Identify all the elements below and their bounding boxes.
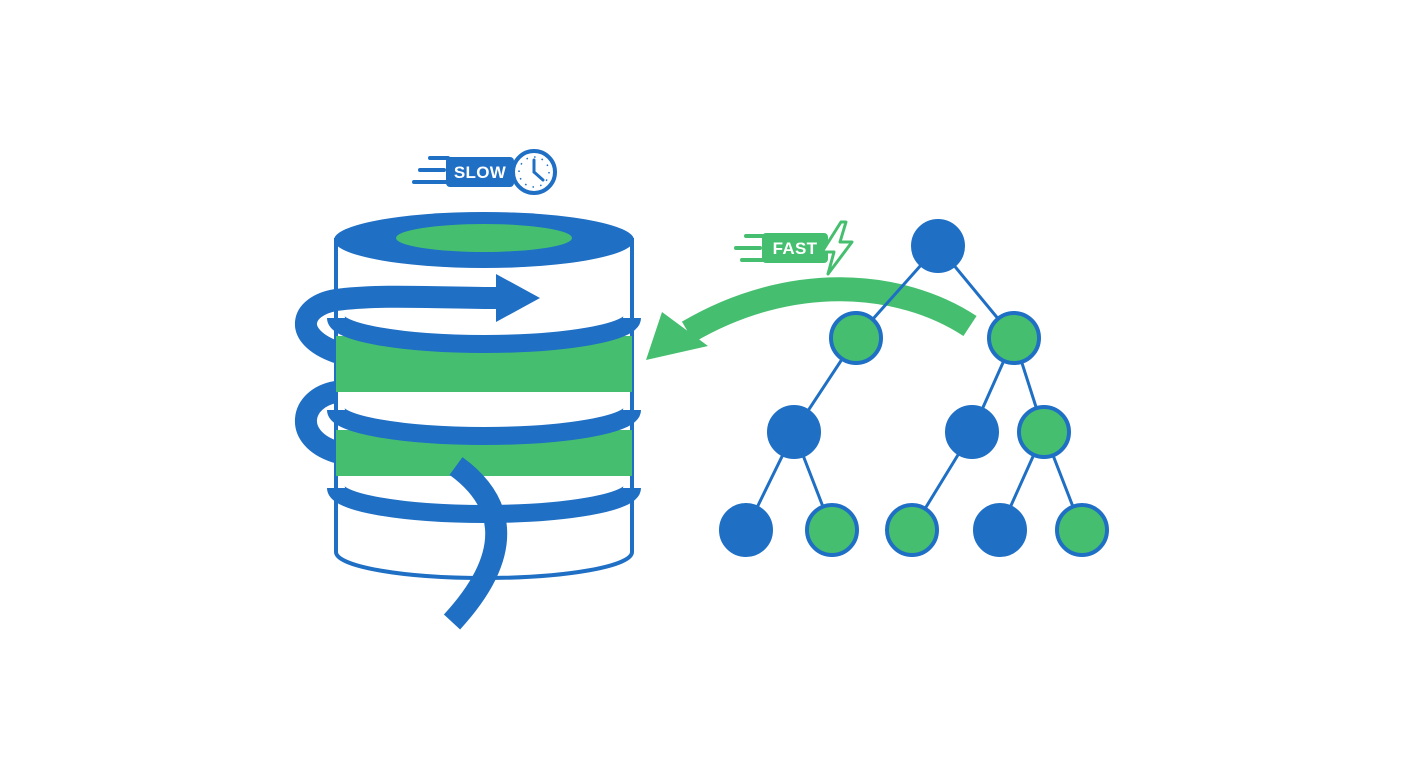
fast-label: FAST	[773, 239, 818, 258]
spiral-arrowhead	[496, 274, 540, 322]
slow-badge-box	[446, 157, 514, 187]
cylinder-ring	[327, 407, 641, 445]
tree-node-blue	[767, 405, 821, 459]
cylinder-top-inner	[396, 224, 572, 252]
fast-badge-box	[762, 233, 828, 263]
tree-node-green	[1055, 503, 1109, 557]
spiral-scan-back	[295, 289, 347, 463]
slow-badge: SLOW	[412, 149, 557, 195]
fast-lookup-arrow	[646, 277, 977, 360]
cylinder-ring	[327, 315, 641, 353]
fast-arrow-shaft	[681, 277, 977, 343]
clock-icon	[511, 149, 557, 195]
database-cylinder	[295, 212, 641, 630]
fast-arrowhead	[646, 312, 708, 360]
tree-node-green	[805, 503, 859, 557]
tree-node-green	[829, 311, 883, 365]
tree-node-green	[885, 503, 939, 557]
fast-badge: FAST	[734, 220, 854, 276]
index-tree	[719, 219, 1109, 557]
tree-node-blue	[973, 503, 1027, 557]
tree-node-green	[987, 311, 1041, 365]
tree-node-blue	[911, 219, 965, 273]
tree-node-blue	[719, 503, 773, 557]
spiral-scan-exit	[443, 457, 508, 630]
slow-label: SLOW	[454, 163, 507, 182]
tree-node-green	[1017, 405, 1071, 459]
tree-node-blue	[945, 405, 999, 459]
lightning-bolt-icon	[820, 220, 854, 276]
spiral-scan-front	[334, 285, 501, 311]
